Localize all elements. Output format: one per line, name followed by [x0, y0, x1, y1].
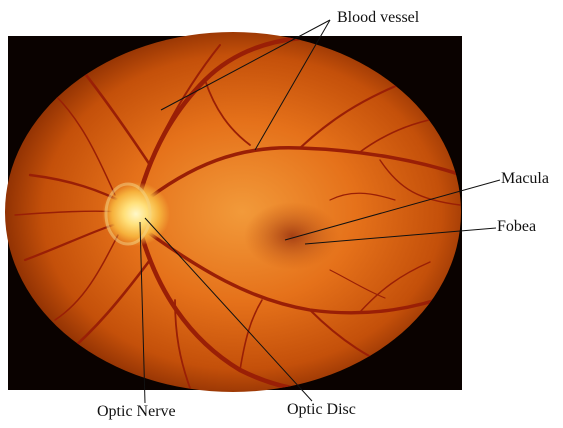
- label-macula: Macula: [501, 170, 549, 188]
- label-optic-disc: Optic Disc: [287, 401, 356, 419]
- label-optic-nerve: Optic Nerve: [97, 403, 176, 421]
- label-fobea: Fobea: [497, 218, 536, 236]
- macula-region: [244, 202, 340, 270]
- label-blood-vessel: Blood vessel: [337, 9, 419, 27]
